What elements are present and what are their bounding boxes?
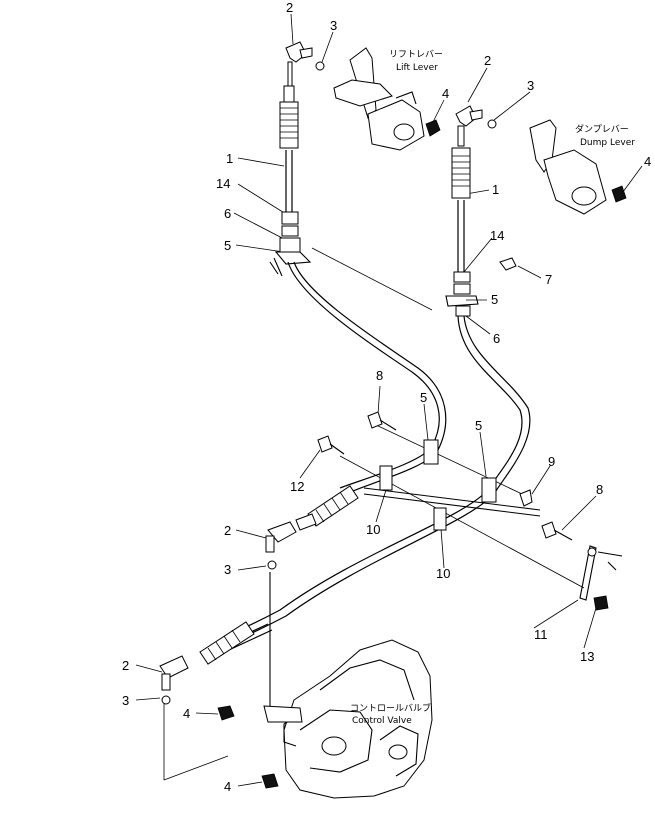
part-number-label: 3: [224, 562, 231, 577]
part-number-label: 1: [226, 151, 233, 166]
dump-lever-jp-label: ダンプレバー: [575, 123, 629, 135]
control-valve-jp-label: コントロールバルブ: [350, 702, 431, 714]
clamp-5a: [423, 439, 439, 465]
part-number-label: 6: [224, 206, 231, 221]
part-number-label: 1: [492, 182, 499, 197]
part-number-label: 7: [545, 272, 552, 287]
lift-lever-en-label: Lift Lever: [396, 63, 438, 73]
part-number-label: 12: [290, 479, 304, 494]
part-number-label: 4: [644, 154, 651, 169]
part-number-label: 2: [122, 658, 129, 673]
part-number-label: 3: [122, 693, 129, 708]
link-pin: [579, 545, 623, 611]
lift-lever-assembly: [285, 41, 441, 151]
part-number-label: 3: [527, 78, 534, 93]
right-cable-fittings: [445, 147, 517, 317]
part-number-label: 5: [224, 238, 231, 253]
part-number-label: 13: [580, 649, 594, 664]
lift-lever-jp-label: リフトレバー: [389, 49, 443, 60]
part-numbers: 2 3 4 1 14 6 5 2 3 4 1 14 7 5 6 8 5 5 12…: [122, 0, 651, 794]
part-number-label: 6: [493, 331, 500, 346]
clamp-10b: [433, 507, 447, 531]
dump-lever-en-label: Dump Lever: [580, 138, 635, 148]
part-number-label: 8: [596, 482, 603, 497]
clamp-10a: [379, 465, 393, 491]
bracket-bar: [363, 439, 541, 531]
lower-cable-ends: [159, 485, 359, 789]
part-number-label: 4: [183, 706, 190, 721]
part-number-label: 14: [216, 176, 230, 191]
left-cable-fittings: [269, 85, 312, 277]
part-number-label: 8: [376, 368, 383, 383]
dump-lever-assembly: [455, 105, 627, 215]
clamp-5b: [481, 477, 497, 503]
part-number-label: 5: [491, 292, 498, 307]
part-number-label: 10: [366, 522, 380, 537]
part-number-label: 11: [534, 627, 548, 642]
part-number-label: 2: [286, 0, 293, 15]
part-number-label: 2: [484, 53, 491, 68]
bolts-middle: [317, 411, 573, 541]
part-number-label: 2: [224, 523, 231, 538]
part-number-label: 3: [330, 18, 337, 33]
captions: リフトレバー Lift Lever ダンプレバー Dump Lever コントロ…: [350, 49, 635, 726]
control-valve: [263, 639, 433, 799]
control-valve-en-label: Control Valve: [352, 716, 412, 726]
part-number-label: 4: [224, 779, 231, 794]
part-number-label: 4: [442, 86, 449, 101]
part-number-label: 5: [420, 390, 427, 405]
part-number-label: 5: [475, 418, 482, 433]
part-number-label: 9: [548, 454, 555, 469]
part-number-label: 10: [436, 566, 450, 581]
part-number-label: 14: [490, 228, 504, 243]
